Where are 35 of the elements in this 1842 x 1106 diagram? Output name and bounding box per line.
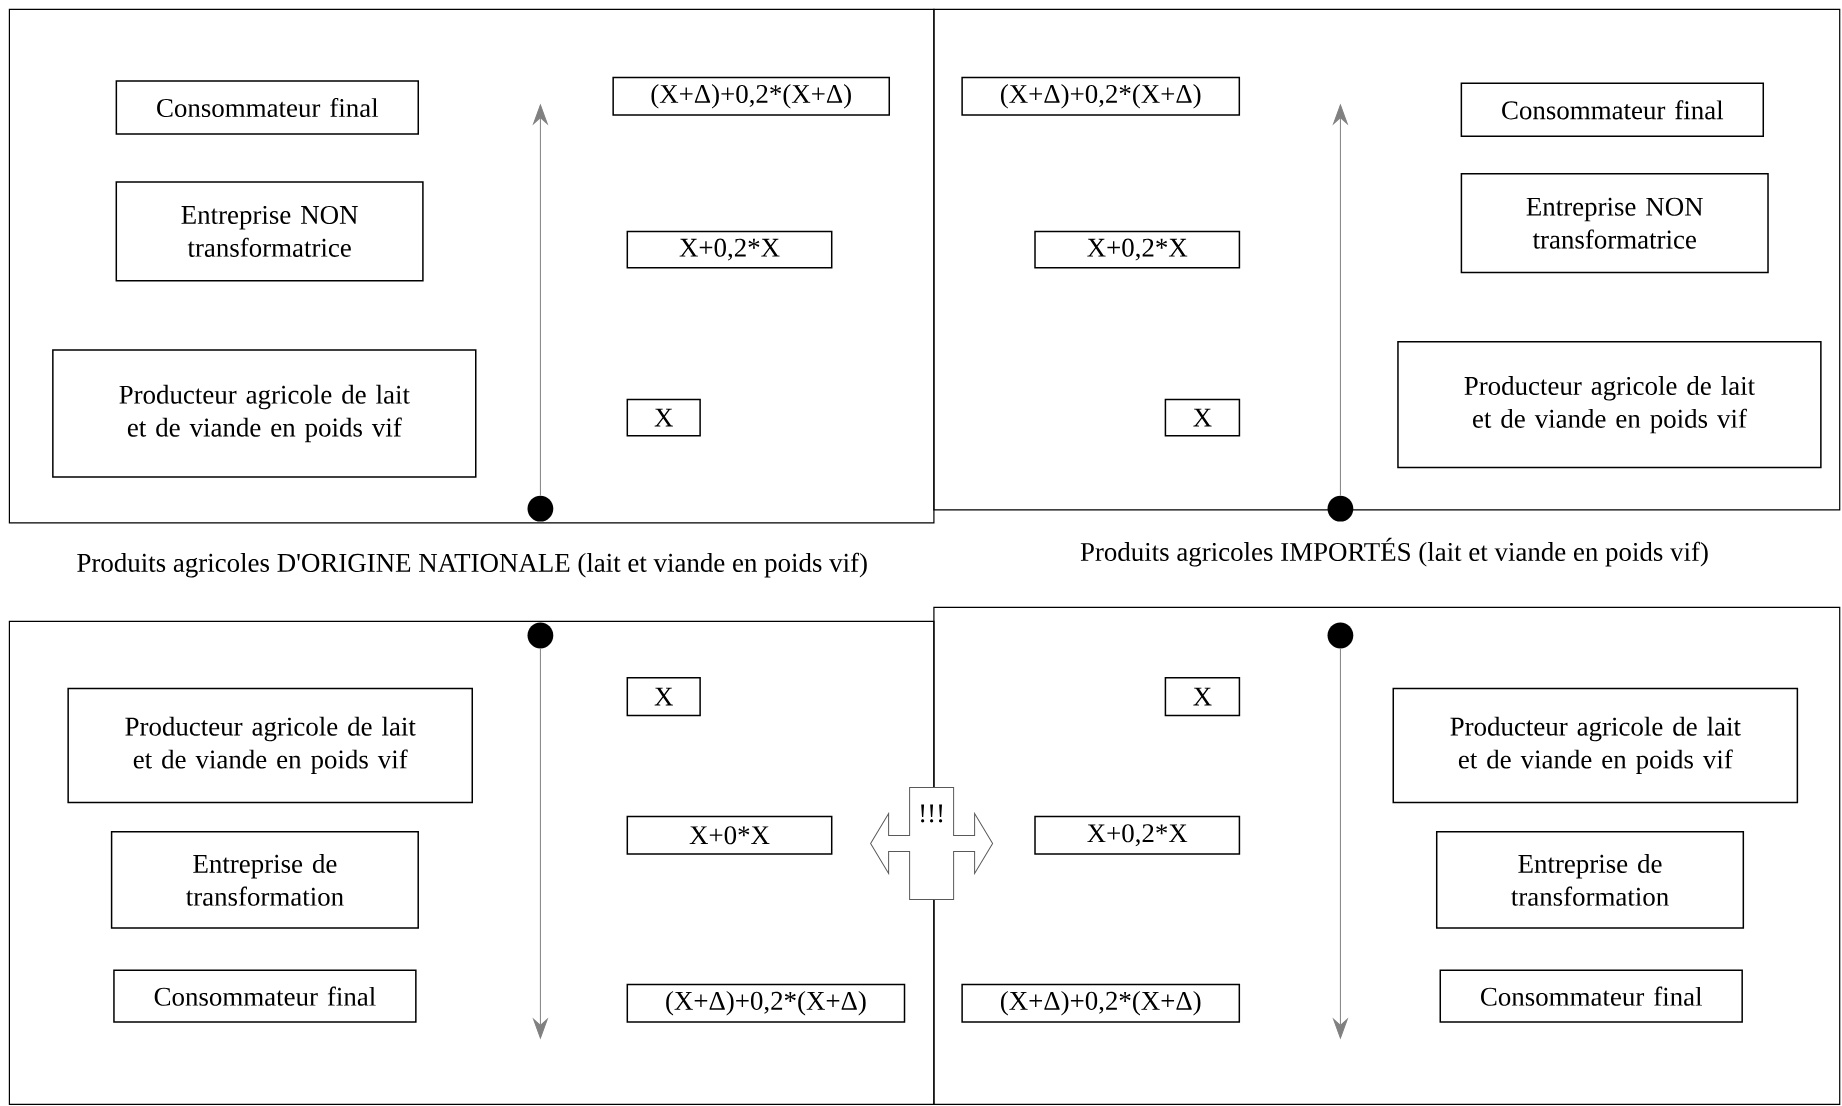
text-box: Consommateur final — [113, 969, 417, 1023]
text-box: X+0,2*X — [1034, 815, 1241, 855]
text-box: Entreprise de transformation — [1435, 831, 1745, 929]
text-box: X — [1164, 398, 1241, 437]
text-box: Producteur agricole de lait et de viande en poids vif — [1392, 687, 1799, 804]
text-box: Producteur agricole de lait et de viande en poids vif — [52, 349, 477, 478]
text-box: (X+Δ)+0,2*(X+Δ) — [961, 76, 1241, 116]
text-box: X+0,2*X — [1034, 230, 1241, 269]
text-box: X — [626, 398, 701, 437]
dot — [527, 495, 554, 522]
text-box: (X+Δ)+0,2*(X+Δ) — [961, 983, 1241, 1023]
text-box: X+0,2*X — [626, 230, 833, 269]
text-box: Entreprise NON transformatrice — [115, 181, 424, 282]
arrow — [1333, 104, 1348, 497]
dot — [527, 622, 554, 649]
arrow — [533, 104, 548, 497]
text-box: Consommateur final — [115, 80, 419, 135]
text-box: Entreprise de transformation — [110, 831, 419, 929]
text-box: X+0*X — [626, 815, 833, 855]
text-box: X — [626, 677, 701, 717]
text-box: Producteur agricole de lait et de viande en poids vif — [1397, 341, 1822, 469]
arrow — [533, 648, 548, 1039]
dot — [1327, 622, 1354, 649]
section-title: Produits agricoles D'ORIGINE NATIONALE (lait et viande en poids vif) — [77, 552, 867, 578]
dot — [1327, 495, 1354, 522]
text-box: Consommateur final — [1460, 82, 1764, 137]
arrow — [1333, 648, 1348, 1039]
text-box: Producteur agricole de lait et de viande en poids vif — [67, 687, 473, 804]
section-title: Produits agricoles IMPORTÉS (lait et viande en poids vif) — [1080, 537, 1708, 567]
text-box: Consommateur final — [1439, 969, 1743, 1023]
text-box: (X+Δ)+0,2*(X+Δ) — [612, 76, 890, 116]
text-box: Entreprise NON transformatrice — [1460, 173, 1769, 274]
double-arrow-sign: !!! — [870, 787, 994, 900]
text-box: (X+Δ)+0,2*(X+Δ) — [626, 983, 906, 1023]
text-box: X — [1164, 677, 1241, 717]
